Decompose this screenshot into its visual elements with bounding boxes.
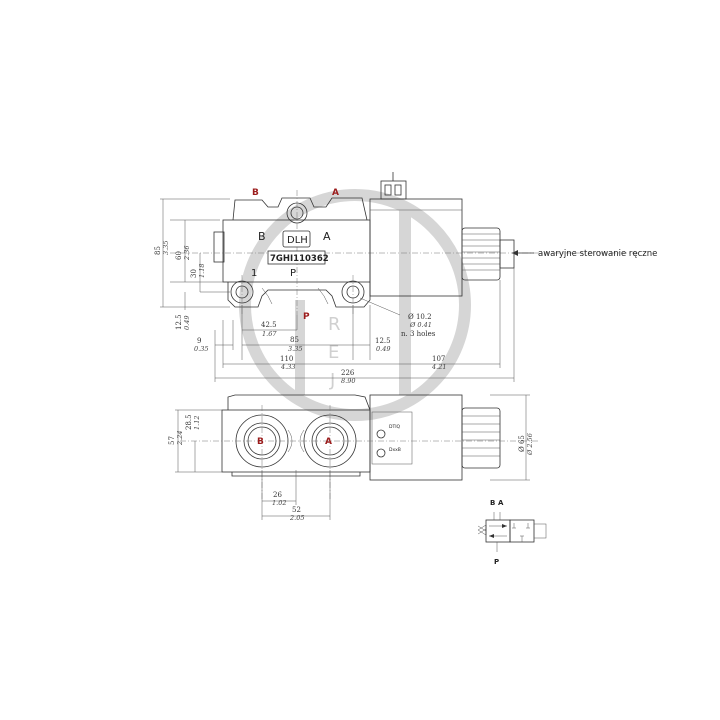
port-label-b-body: B — [258, 230, 266, 243]
dim-diameter-65: Ø 65 — [518, 435, 526, 452]
port-label-a-body: A — [323, 230, 331, 243]
dim-width-110-in: 4.33 — [280, 363, 295, 371]
dim-width-42-5: 42.5 — [261, 321, 277, 329]
dim-width-26-in: 1.02 — [272, 499, 286, 507]
dim-width-42-5-in: 1.67 — [262, 330, 277, 338]
dim-width-9: 9 — [197, 337, 201, 345]
dim-height-30: 30 — [190, 269, 198, 278]
hole-leader — [359, 297, 401, 316]
dim-height-85: 85 — [154, 246, 162, 255]
callout-arrowhead — [512, 250, 518, 256]
hole-diameter-in: Ø 0.41 — [409, 321, 432, 329]
vertical-dimension-lines — [160, 198, 230, 310]
symbol-port-a: A — [498, 499, 504, 507]
hole-count: n. 3 holes — [401, 330, 436, 338]
coil-mark-bottom: DxxB — [389, 447, 401, 453]
dim-height-28-5-in: 1.12 — [193, 416, 201, 430]
model-number: 7GHI110362 — [270, 254, 329, 264]
dim-height-57-in: 2.24 — [176, 431, 184, 446]
hydraulic-symbol — [477, 512, 547, 552]
watermark-letter-j: J — [329, 370, 335, 391]
dim-height-12-5-in: 0.49 — [183, 316, 191, 330]
dim-width-107-in: 4.21 — [431, 363, 446, 371]
dim-height-28-5: 28.5 — [185, 414, 193, 430]
brand-plate — [282, 230, 311, 248]
watermark-letter-e: E — [328, 342, 339, 363]
dim-width-26: 26 — [273, 491, 282, 499]
dim-width-107: 107 — [432, 355, 445, 363]
dim-height-30-in: 1.18 — [198, 264, 206, 278]
port-label-b-top: B — [252, 188, 259, 198]
dim-width-52: 52 — [292, 506, 301, 514]
watermark-letter-r: R — [328, 314, 341, 335]
horizontal-dimension-lines — [214, 268, 515, 382]
dim-height-12-5: 12.5 — [175, 314, 183, 330]
emergency-override-callout: awaryjne sterowanie ręczne — [538, 249, 657, 259]
dim-width-85-in: 3.35 — [288, 345, 302, 353]
port-label-a-front: A — [325, 437, 332, 447]
dim-width-110: 110 — [280, 355, 293, 363]
symbol-port-b: B — [490, 499, 495, 507]
hole-diameter-mm: Ø 10.2 — [408, 313, 432, 321]
port-label-a-top: A — [332, 188, 339, 198]
dim-width-85: 85 — [290, 336, 299, 344]
dim-height-57: 57 — [168, 436, 176, 445]
port-label-p-red: P — [303, 312, 310, 322]
dim-height-60-in: 2.36 — [183, 246, 191, 261]
dim-width-12-5-in: 0.49 — [376, 345, 390, 353]
model-plate — [267, 250, 326, 265]
dim-height-85-in: 3.35 — [162, 241, 170, 255]
port-label-p-body: P — [290, 268, 296, 279]
dim-width-226-in: 8.90 — [341, 377, 355, 385]
dim-width-9-in: 0.35 — [194, 345, 208, 353]
coil-mark-top: DTIQ — [389, 424, 401, 430]
dim-width-226: 226 — [341, 369, 355, 377]
port-label-b-front: B — [257, 437, 264, 447]
dim-width-12-5: 12.5 — [375, 337, 391, 345]
port-label-1-body: 1 — [251, 268, 257, 279]
brand-label: DLH — [287, 235, 308, 246]
dim-height-60: 60 — [175, 251, 183, 260]
front-dimension-lines — [175, 394, 530, 520]
dim-width-52-in: 2.05 — [289, 514, 304, 522]
symbol-port-p: P — [494, 558, 499, 566]
dim-diameter-65-in: Ø 2.56 — [526, 433, 534, 456]
